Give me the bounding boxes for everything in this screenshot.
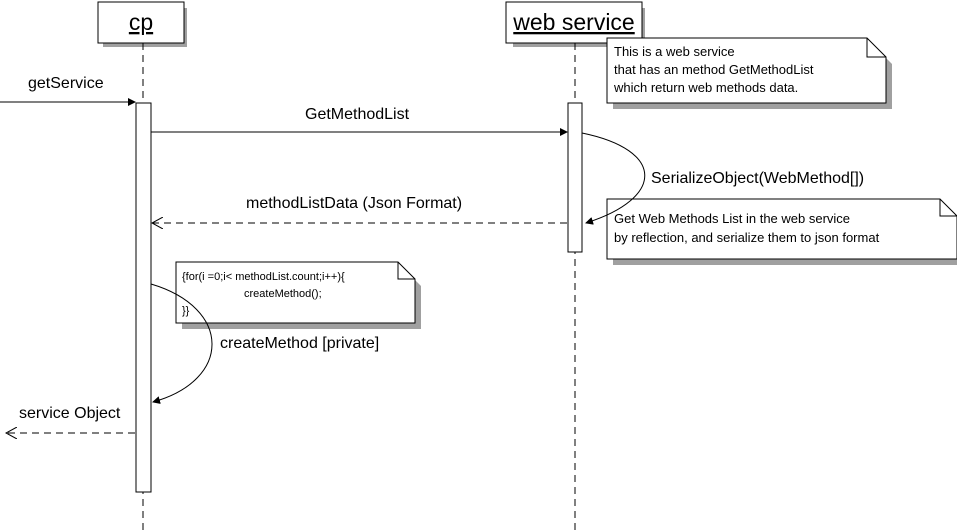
message-serialize-object-label: SerializeObject(WebMethod[]) <box>651 170 864 187</box>
note-code-line-3: }} <box>182 305 190 317</box>
note-serialize-line-2: by reflection, and serialize them to jso… <box>614 230 880 245</box>
note-web-service: This is a web service that has an method… <box>606 37 892 109</box>
note-code-line-2: createMethod(); <box>244 288 322 300</box>
activation-web-service <box>567 102 583 253</box>
note-code: {for(i =0;i< methodList.count;i++){ crea… <box>175 261 421 329</box>
note-code-fold <box>397 262 415 280</box>
message-create-method-arrow <box>150 283 213 404</box>
message-get-service: getService <box>0 75 136 106</box>
participant-cp-label: cp <box>129 9 153 35</box>
participant-web-service-label: web service <box>512 9 634 35</box>
note-web-service-line-1: This is a web service <box>614 44 735 59</box>
activation-cp <box>135 102 152 493</box>
message-get-method-list: GetMethodList <box>151 106 568 136</box>
message-method-list-data-label: methodListData (Json Format) <box>246 195 462 212</box>
note-web-service-body <box>606 37 887 104</box>
participant-web-service-box <box>505 1 643 44</box>
message-create-method: createMethod [private] <box>150 283 379 404</box>
message-service-object-label: service Object <box>19 405 121 422</box>
message-service-object: service Object <box>6 405 135 433</box>
note-serialize-line-1: Get Web Methods List in the web service <box>614 211 850 226</box>
note-code-body <box>175 261 416 324</box>
message-serialize-object: SerializeObject(WebMethod[]) <box>581 132 864 225</box>
message-serialize-object-arrow <box>581 132 646 225</box>
note-serialize-fold <box>939 199 957 217</box>
message-get-method-list-label: GetMethodList <box>305 106 410 123</box>
note-serialize-body <box>606 198 957 260</box>
message-get-service-label: getService <box>28 75 104 92</box>
note-web-service-line-3: which return web methods data. <box>613 80 798 95</box>
note-web-service-fold <box>866 38 886 58</box>
message-create-method-label: createMethod [private] <box>220 335 379 352</box>
participant-cp: cp <box>97 1 187 530</box>
participant-cp-box <box>97 1 185 44</box>
note-web-service-line-2: that has an method GetMethodList <box>614 62 814 77</box>
note-serialize: Get Web Methods List in the web service … <box>606 198 957 265</box>
message-method-list-data: methodListData (Json Format) <box>152 195 567 223</box>
note-code-line-1: {for(i =0;i< methodList.count;i++){ <box>182 271 345 283</box>
